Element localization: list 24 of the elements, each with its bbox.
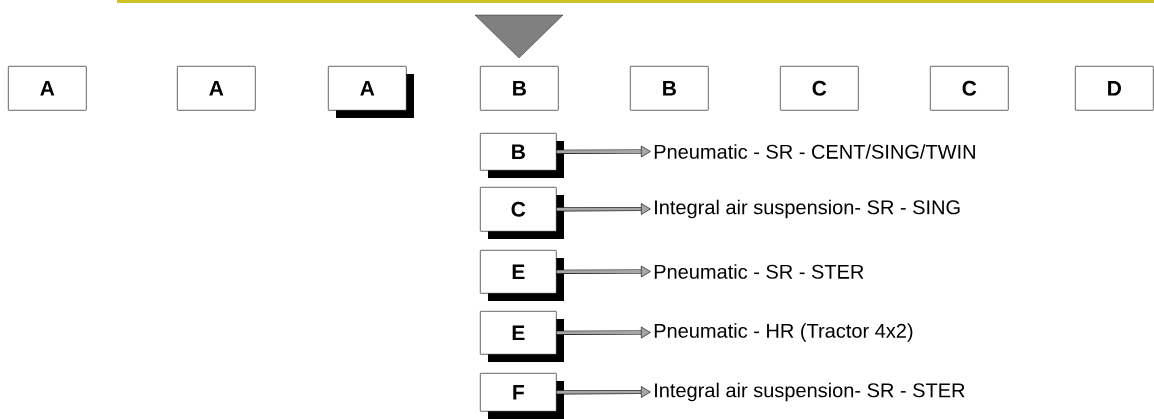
- arrow: [556, 265, 651, 278]
- arrow: [556, 326, 651, 339]
- letter-box: C: [930, 66, 1009, 111]
- description-text: Pneumatic - SR - STER: [654, 264, 864, 279]
- arrow: [556, 386, 651, 398]
- description-text: Integral air suspension- SR - SING: [655, 199, 960, 219]
- letter-box: E: [480, 250, 564, 301]
- letter-box: D: [1075, 66, 1154, 111]
- letter-box: A: [328, 66, 414, 118]
- letter-box: B: [630, 66, 709, 111]
- letter-box: C: [780, 66, 859, 111]
- letter-box: C: [480, 187, 564, 239]
- description-text: Pneumatic - SR - CENT/SING/TWIN: [654, 144, 975, 159]
- letter-box: A: [177, 66, 256, 111]
- arrow: [556, 203, 651, 215]
- description-text: Integral air suspension- SR - STER: [655, 382, 965, 402]
- letter-box: B: [480, 66, 559, 111]
- description-text: Pneumatic - HR (Tractor 4x2): [654, 323, 913, 342]
- letter-box: A: [8, 66, 87, 111]
- arrow: [556, 145, 651, 158]
- letter-box: F: [480, 372, 564, 419]
- letter-box: B: [480, 133, 564, 178]
- pointer-triangle: [474, 14, 564, 59]
- letter-box: E: [480, 311, 564, 362]
